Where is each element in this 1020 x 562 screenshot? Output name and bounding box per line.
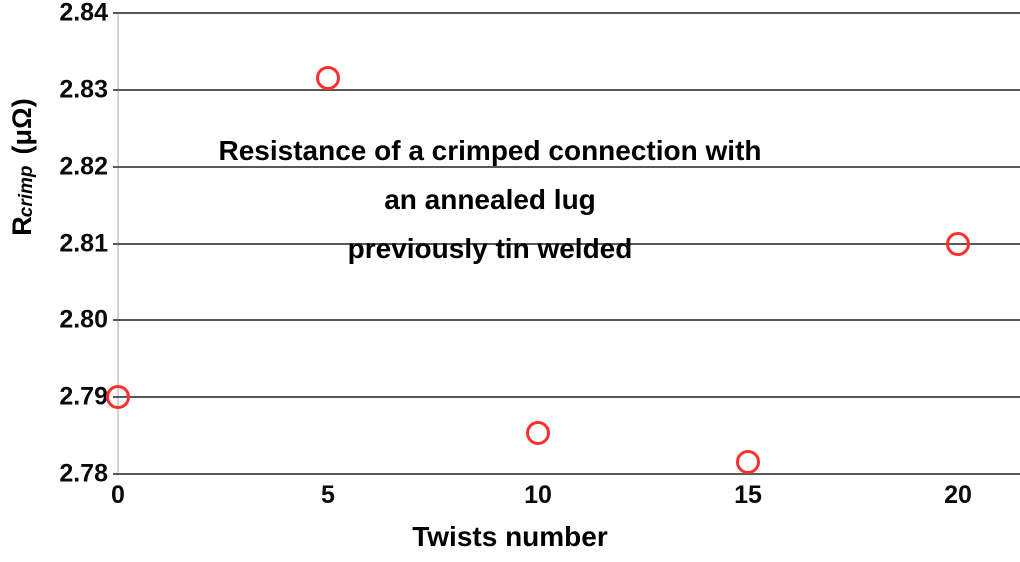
gridline-y-2.84: [113, 12, 1020, 14]
y-axis-tick-labels: 2.78 2.79 2.80 2.81 2.82 2.83 2.84: [14, 0, 108, 562]
x-tick-label-0: 0: [111, 481, 125, 509]
y-tick-label-2.82: 2.82: [59, 152, 108, 181]
data-point-marker: [316, 66, 340, 91]
y-tick-label-2.84: 2.84: [59, 0, 108, 27]
x-tick-label-15: 15: [734, 481, 762, 509]
x-axis-tick-labels: 0 5 10 15 20: [0, 481, 1020, 517]
data-point-marker: [526, 421, 550, 446]
x-tick-label-20: 20: [944, 481, 972, 509]
gridline-y-2.78: [113, 473, 1020, 475]
x-tick-label-10: 10: [524, 481, 552, 509]
y-tick-label-2.78: 2.78: [59, 459, 108, 488]
gridline-y-2.83: [113, 88, 1020, 91]
y-tick-label-2.80: 2.80: [59, 305, 108, 334]
y-tick-label-2.81: 2.81: [59, 229, 108, 257]
x-axis-label: Twists number: [412, 521, 608, 552]
x-tick-label-5: 5: [321, 481, 335, 509]
data-point-marker: [946, 231, 970, 256]
gridline-y-2.79: [113, 396, 1020, 399]
plot-area: [106, 0, 1020, 562]
data-point-marker: [106, 385, 130, 410]
y-tick-label-2.79: 2.79: [59, 382, 108, 411]
gridline-y-2.81: [113, 242, 1020, 245]
gridline-y-2.82: [113, 165, 1020, 168]
data-point-marker: [736, 450, 760, 475]
y-tick-label-2.83: 2.83: [59, 75, 108, 104]
gridline-y-2.80: [113, 319, 1020, 322]
